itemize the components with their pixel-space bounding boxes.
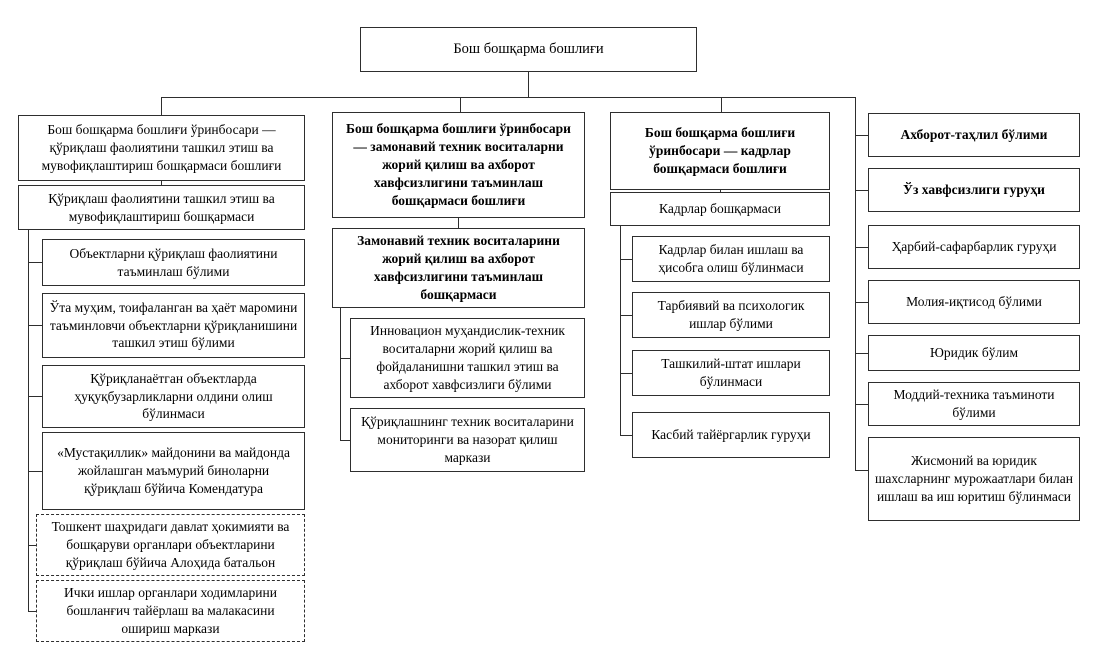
connector-technical-dept: [458, 218, 459, 228]
box-unit-vital-objects: Ўта муҳим, тоифаланган ва ҳаёт маромини …: [42, 293, 305, 358]
box-unit-military-mobilization: Ҳарбий-сафарбарлик гуруҳи: [868, 225, 1080, 269]
connector-stub: [28, 471, 42, 472]
connector-stub: [855, 135, 868, 136]
box-deputy-personnel: Бош бошқарма бошлиғи ўринбосари — кадрла…: [610, 112, 830, 190]
connector-stub: [855, 353, 868, 354]
box-chief: Бош бошқарма бошлиғи: [360, 27, 697, 72]
box-unit-object-protection: Объектларни қўриқлаш фаолиятини таъминла…: [42, 239, 305, 286]
box-unit-info-analysis: Ахборот-таҳлил бўлими: [868, 113, 1080, 157]
connector-stub: [620, 259, 632, 260]
box-unit-professional-training: Касбий тайёргарлик гуруҳи: [632, 412, 830, 458]
box-unit-legal: Юридик бўлим: [868, 335, 1080, 371]
box-unit-offense-prevention: Қўриқланаётган объектларда ҳуқуқбузарлик…: [42, 365, 305, 428]
connector-protection-spine: [28, 230, 29, 611]
box-unit-komendatura: «Мустақиллик» майдонини ва майдонда жойл…: [42, 432, 305, 510]
box-unit-material-technical: Моддий-техника таъминоти бўлими: [868, 382, 1080, 426]
connector-stub: [28, 262, 42, 263]
box-unit-psychological-work: Тарбиявий ва психологик ишлар бўлими: [632, 292, 830, 338]
box-unit-appeals-recordkeeping: Жисмоний ва юридик шахсларнинг мурожаатл…: [868, 437, 1080, 521]
box-unit-hr-records: Кадрлар билан ишлаш ва ҳисобга олиш бўли…: [632, 236, 830, 282]
connector-stub: [620, 435, 632, 436]
connector-root-drop: [528, 72, 529, 97]
connector-direct-spine: [855, 97, 856, 470]
connector-stub: [855, 190, 868, 191]
connector-main-horizontal: [161, 97, 855, 98]
connector-drop-technical: [460, 97, 461, 112]
box-protection-department: Қўриқлаш фаолиятини ташкил этиш ва мувоф…: [18, 185, 305, 230]
box-unit-self-security: Ўз хавфсизлиги гуруҳи: [868, 168, 1080, 212]
connector-stub: [28, 325, 42, 326]
connector-personnel-dept: [720, 190, 721, 192]
box-unit-separate-battalion: Тошкент шаҳридаги давлат ҳокимияти ва бо…: [36, 514, 305, 576]
connector-personnel-spine: [620, 226, 621, 435]
box-unit-finance-economy: Молия-иқтисод бўлими: [868, 280, 1080, 324]
connector-drop-personnel: [721, 97, 722, 112]
box-unit-training-center: Ички ишлар органлари ходимларини бошланғ…: [36, 580, 305, 642]
connector-protection-dept: [161, 181, 162, 185]
connector-technical-spine: [340, 308, 341, 440]
box-technical-department: Замонавий техник воситаларини жорий қили…: [332, 228, 585, 308]
box-unit-innovation-engineering: Инновацион муҳандислик-техник воситаларн…: [350, 318, 585, 398]
connector-stub: [340, 440, 350, 441]
box-unit-org-staff: Ташкилий-штат ишлари бўлинмаси: [632, 350, 830, 396]
connector-stub: [855, 302, 868, 303]
connector-drop-protection: [161, 97, 162, 115]
connector-stub: [28, 396, 42, 397]
connector-stub: [620, 315, 632, 316]
connector-stub: [340, 358, 350, 359]
box-deputy-technical: Бош бошқарма бошлиғи ўринбосари — замона…: [332, 112, 585, 218]
connector-stub: [28, 611, 36, 612]
connector-stub: [28, 545, 36, 546]
connector-stub: [855, 470, 868, 471]
box-unit-monitoring-center: Қўриқлашнинг техник воситаларини монитор…: [350, 408, 585, 472]
box-deputy-protection: Бош бошқарма бошлиғи ўринбосари — қўриқл…: [18, 115, 305, 181]
box-personnel-department: Кадрлар бошқармаси: [610, 192, 830, 226]
connector-stub: [855, 247, 868, 248]
connector-stub: [620, 373, 632, 374]
connector-stub: [855, 404, 868, 405]
